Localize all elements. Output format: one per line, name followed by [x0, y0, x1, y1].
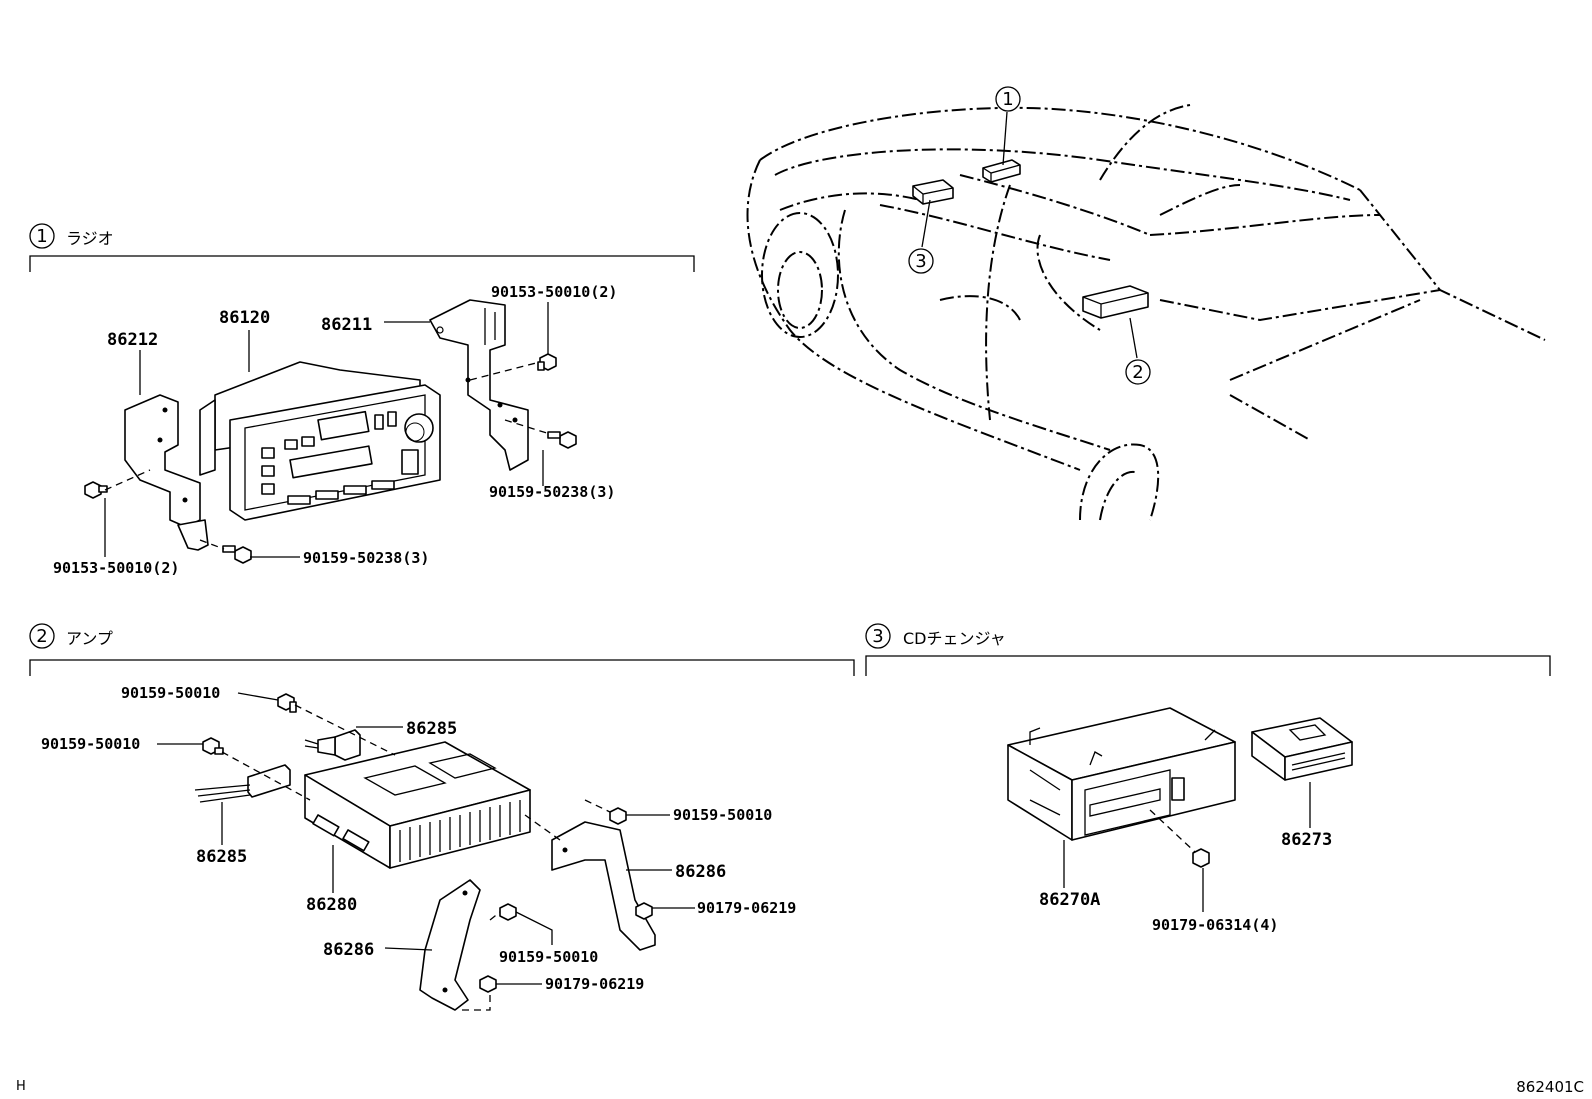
label-86280: 86280 — [306, 895, 357, 915]
radio-screw-bottom — [222, 545, 252, 564]
label-90179-06314: 90179-06314(4) — [1152, 916, 1278, 934]
car-amp-unit — [1082, 285, 1149, 319]
label-90153-50010-right: 90153-50010(2) — [491, 283, 617, 301]
car-overview: 1 3 2 — [746, 86, 1546, 521]
bracket-86211 — [429, 299, 529, 471]
bracket-86285-top — [304, 729, 361, 761]
cd-nut — [1192, 848, 1210, 868]
car-radio-unit — [982, 159, 1021, 183]
section-amp-header: 2 アンプ — [29, 623, 855, 676]
label-90159-50010-right: 90159-50010 — [673, 806, 772, 824]
amp-screw-lower — [499, 903, 517, 921]
stay-86286-left — [419, 879, 481, 1011]
cd-changer-86270A — [1007, 707, 1236, 841]
amplifier-86280 — [304, 741, 531, 869]
cd-magazine-86273 — [1251, 717, 1353, 781]
section-radio-header: 1 ラジオ — [29, 223, 695, 272]
svg-text:1: 1 — [1002, 89, 1013, 110]
section-radio: 1 ラジオ — [29, 223, 695, 577]
radio-screw-right — [547, 431, 577, 449]
radio-bolt-left — [84, 481, 108, 499]
amp-nut-right — [635, 902, 653, 920]
radio-86120 — [199, 361, 441, 521]
svg-text:2: 2 — [36, 626, 47, 647]
label-86285-top: 86285 — [406, 719, 457, 739]
callout-2: 2 — [1125, 359, 1151, 385]
svg-text:CDチェンジャ: CDチェンジャ — [903, 629, 1006, 648]
label-86285-left: 86285 — [196, 847, 247, 867]
section-amp: 2 アンプ — [29, 623, 855, 1011]
bracket-86285-left — [194, 764, 291, 803]
svg-text:2: 2 — [1132, 362, 1143, 383]
label-90159-50238-bottom: 90159-50238(3) — [303, 549, 429, 567]
label-86286-left: 86286 — [323, 940, 374, 960]
radio-bolt-right-top — [537, 353, 557, 371]
amp-screw-right — [609, 807, 627, 825]
label-90179-06219-right: 90179-06219 — [697, 899, 796, 917]
label-90159-50010-left: 90159-50010 — [41, 735, 140, 753]
svg-text:1: 1 — [36, 226, 47, 247]
label-86120: 86120 — [219, 308, 270, 328]
label-86270A: 86270A — [1039, 890, 1100, 910]
svg-text:ラジオ: ラジオ — [66, 229, 114, 248]
label-86273: 86273 — [1281, 830, 1332, 850]
label-90159-50238-right: 90159-50238(3) — [489, 483, 615, 501]
svg-text:アンプ: アンプ — [66, 629, 113, 648]
label-86286-right: 86286 — [675, 862, 726, 882]
callout-3: 3 — [908, 248, 934, 274]
label-90159-50010-top: 90159-50010 — [121, 684, 220, 702]
label-90153-50010-left: 90153-50010(2) — [53, 559, 179, 577]
bracket-86212 — [124, 394, 209, 551]
section-cd-changer: 3 CDチェンジャ — [865, 623, 1551, 934]
footer-left-mark: H — [16, 1079, 26, 1094]
callout-1: 1 — [995, 86, 1021, 112]
section-cd-header: 3 CDチェンジャ — [865, 623, 1551, 676]
svg-text:3: 3 — [915, 251, 926, 272]
svg-text:3: 3 — [872, 626, 883, 647]
stay-86286-right — [551, 821, 656, 951]
amp-nut-lower — [479, 975, 497, 993]
illustration-code: 862401C — [1516, 1078, 1584, 1096]
car-cd-unit — [912, 179, 954, 205]
label-86211: 86211 — [321, 315, 372, 335]
amp-screw-left — [202, 737, 224, 755]
label-86212: 86212 — [107, 330, 158, 350]
label-90159-50010-lower: 90159-50010 — [499, 948, 598, 966]
amp-screw-top — [277, 693, 297, 713]
label-90179-06219-lower: 90179-06219 — [545, 975, 644, 993]
